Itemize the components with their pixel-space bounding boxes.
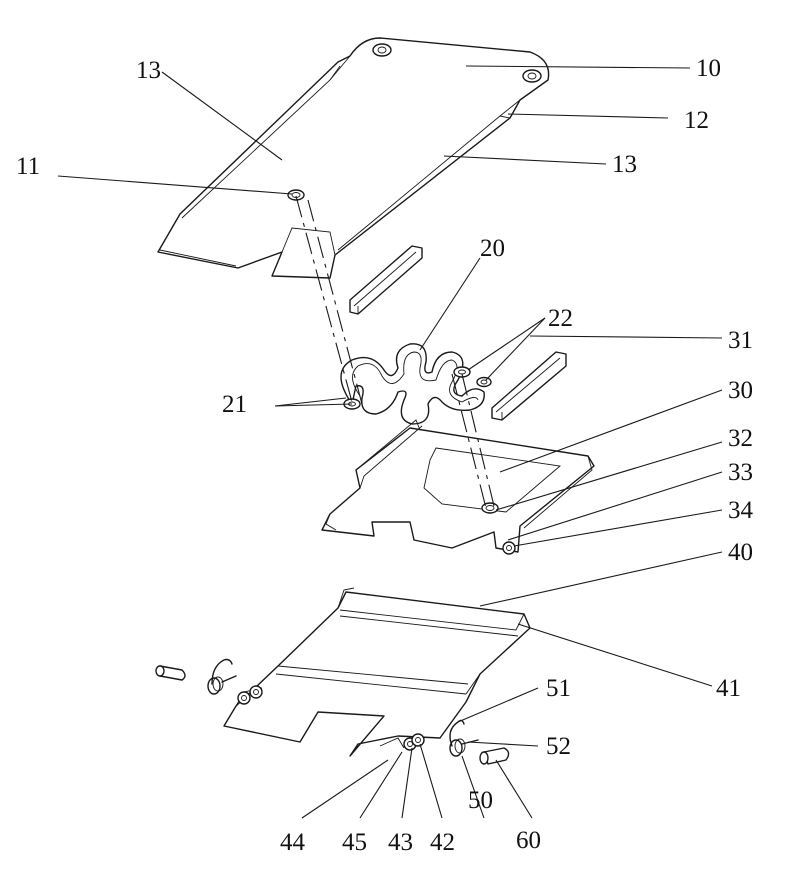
base-plate-40	[224, 588, 530, 756]
label-51: 51	[546, 675, 571, 702]
label-44: 44	[280, 829, 306, 856]
label-11: 11	[16, 153, 40, 180]
label-41: 41	[716, 675, 741, 702]
wave-spring-20	[341, 344, 491, 424]
label-21: 21	[222, 391, 247, 418]
label-33: 33	[728, 459, 753, 486]
label-45: 45	[342, 829, 367, 856]
pin-60-left	[156, 666, 185, 680]
slide-plate-30	[322, 420, 594, 554]
label-43: 43	[388, 829, 413, 856]
pin-60-right	[480, 748, 509, 764]
label-31: 31	[728, 327, 753, 354]
label-20: 20	[480, 235, 505, 262]
label-32: 32	[728, 425, 753, 452]
label-34: 34	[728, 497, 754, 524]
label-10: 10	[696, 55, 721, 82]
torsion-spring-50-left	[208, 660, 236, 695]
label-50: 50	[468, 787, 493, 814]
label-60: 60	[516, 827, 541, 854]
label-22: 22	[548, 305, 573, 332]
label-13-lower: 13	[612, 151, 637, 178]
torsion-spring-50-right	[450, 720, 478, 756]
label-52: 52	[546, 733, 571, 760]
label-12: 12	[684, 107, 709, 134]
slide-rail-31-left	[350, 246, 422, 314]
label-40: 40	[728, 539, 753, 566]
label-30: 30	[728, 377, 753, 404]
label-13-upper: 13	[136, 57, 161, 84]
label-42: 42	[430, 829, 455, 856]
